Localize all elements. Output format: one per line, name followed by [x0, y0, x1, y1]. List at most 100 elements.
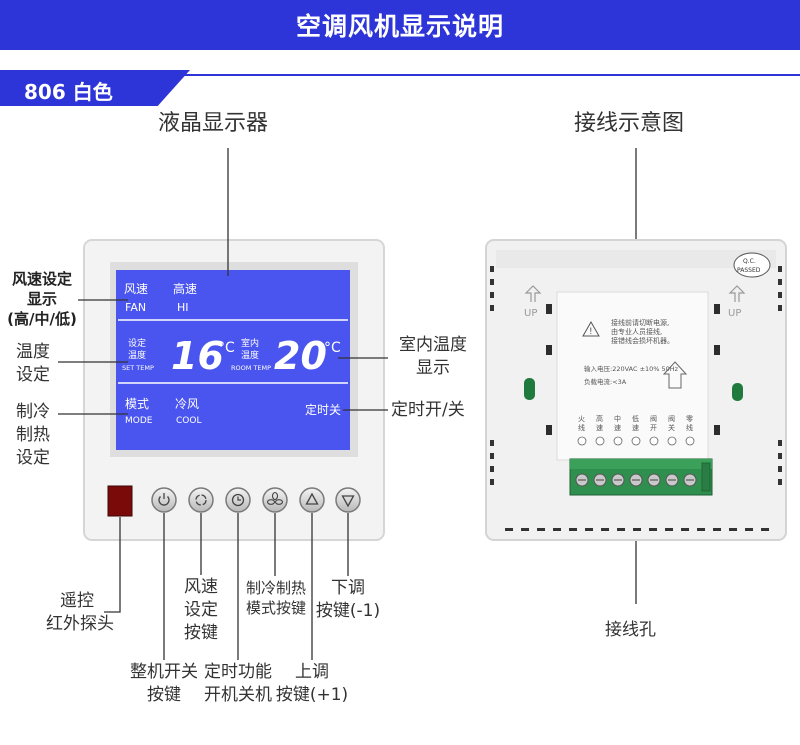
mount-slot — [714, 304, 720, 314]
down-btn-label-1: 下调 — [331, 578, 365, 598]
lcd-set-value: 16 — [171, 334, 224, 378]
mode-button[interactable] — [262, 487, 288, 513]
ir-receiver — [107, 485, 133, 517]
qc-text: Q.C. — [743, 258, 756, 265]
page-title: 空调风机显示说明 — [295, 12, 504, 41]
lcd-speed-en: HI — [177, 301, 189, 314]
warning-mark: ! — [589, 327, 593, 337]
lcd-room-unit: °C — [324, 340, 341, 356]
terminal-label-4b: 速 — [632, 424, 639, 432]
terminal-label-7b: 线 — [686, 423, 693, 432]
power-label-1: 整机开关 — [130, 662, 198, 682]
power-button[interactable] — [151, 487, 177, 513]
spec-line-1: 输入电压:220VAC ±10% 50Hz — [584, 364, 679, 373]
lcd-room-en: ROOM TEMP — [231, 364, 271, 372]
lcd-mode-cn: 模式 — [125, 397, 149, 411]
remote-label-2: 红外探头 — [46, 614, 114, 634]
up-arrow-right — [728, 285, 746, 302]
remote-label-1: 遥控 — [60, 591, 94, 611]
screw-hole-left — [524, 378, 535, 400]
warning-line-3: 接错线会损坏机器。 — [611, 336, 674, 345]
mount-slot — [546, 345, 552, 355]
fan-btn-label-1: 风速 — [184, 577, 218, 597]
terminal-label-1b: 线 — [578, 423, 585, 432]
mount-slot — [714, 425, 720, 435]
lcd-room-cn2: 温度 — [241, 349, 259, 361]
fan-btn-label-2: 设定 — [184, 600, 218, 620]
warning-icon — [582, 320, 600, 337]
back-label-area — [556, 291, 709, 461]
terminal-label-3b: 速 — [614, 424, 621, 432]
up-arrow-left — [524, 285, 542, 302]
mount-slot — [714, 345, 720, 355]
terminal-label-2b: 速 — [596, 424, 603, 432]
terminal-label-6a: 阀 — [668, 414, 675, 423]
fan-display-label-3: (高/中/低) — [7, 310, 77, 328]
qc-sticker: Q.C. PASSED — [733, 252, 771, 278]
room-temp-label-1: 室内温度 — [399, 335, 467, 355]
timer-btn-label-2: 开机关机 — [204, 685, 272, 705]
timer-button[interactable] — [225, 487, 251, 513]
mode-btn-label-2: 模式按键 — [245, 599, 306, 617]
lcd-room-value: 20 — [274, 334, 327, 378]
lcd-speed-cn: 高速 — [173, 281, 197, 296]
header-bar: 空调风机显示说明 — [0, 0, 800, 50]
back-top-bar — [496, 250, 776, 268]
lcd-mode-en: MODE — [125, 416, 153, 426]
up-btn-label-2: 按键(+1) — [275, 685, 349, 705]
passed-text: PASSED — [737, 267, 761, 274]
back-vents — [490, 266, 782, 531]
down-button[interactable] — [335, 487, 361, 513]
mode-setting-label-3: 设定 — [16, 448, 50, 468]
lcd-set-cn1: 设定 — [128, 337, 146, 349]
model-label: 806 白色 — [24, 80, 113, 104]
terminal-label-5b: 开 — [650, 424, 657, 432]
terminal-label-2a: 高 — [596, 414, 603, 423]
mount-slot — [546, 304, 552, 314]
temp-setting-label-1: 温度 — [16, 342, 50, 362]
lcd-set-cn2: 温度 — [128, 349, 146, 361]
mode-setting-label-1: 制冷 — [16, 402, 50, 422]
lcd-set-unit: °C — [218, 340, 235, 356]
lcd-section-title: 液晶显示器 — [158, 111, 269, 136]
lcd-timer-cn: 定时关 — [305, 402, 341, 417]
lcd-set-en: SET TEMP — [122, 364, 154, 372]
fan-display-label-1: 风速设定 — [11, 270, 72, 288]
lcd-room-cn1: 室内 — [241, 337, 259, 349]
lcd-fan-en: FAN — [125, 301, 146, 314]
timer-btn-label-1: 定时功能 — [204, 662, 272, 682]
up-label-left: UP — [524, 308, 537, 319]
room-temp-label-2: 显示 — [416, 358, 450, 378]
callout-remote — [104, 517, 121, 613]
lcd-fan-cn: 风速 — [124, 282, 148, 296]
terminal-label-5a: 阀 — [650, 414, 657, 423]
terminal-label-1a: 火 — [578, 415, 585, 423]
up-button[interactable] — [299, 487, 325, 513]
terminal-label-7a: 零 — [686, 415, 693, 423]
warning-line-2: 由专业人员接线, — [611, 327, 662, 336]
lcd-cool-en: COOL — [176, 416, 201, 426]
terminal-marks — [577, 436, 695, 446]
house-icon — [662, 361, 688, 389]
lcd-screen — [116, 270, 350, 450]
screw-hole-right — [732, 383, 743, 401]
terminal-hole-label: 接线孔 — [605, 620, 656, 640]
temp-setting-label-2: 设定 — [16, 365, 50, 385]
mode-setting-label-2: 制热 — [16, 425, 50, 445]
up-btn-label-1: 上调 — [295, 662, 329, 682]
terminal-block-top — [570, 459, 712, 469]
terminal-label-6b: 关 — [668, 423, 675, 432]
wiring-section-title: 接线示意图 — [574, 111, 685, 136]
up-label-right: UP — [728, 308, 741, 319]
terminal-label-3a: 中 — [614, 414, 621, 423]
spec-line-2: 负载电流:<3A — [584, 377, 627, 386]
fan-speed-button[interactable] — [188, 487, 214, 513]
mount-slot — [546, 425, 552, 435]
model-tab — [0, 70, 190, 106]
mode-btn-label-1: 制冷制热 — [245, 579, 306, 597]
down-btn-label-2: 按键(-1) — [315, 601, 381, 621]
divider-line — [0, 74, 800, 76]
terminal-end-cap — [701, 462, 711, 492]
timer-label: 定时开/关 — [391, 400, 465, 420]
